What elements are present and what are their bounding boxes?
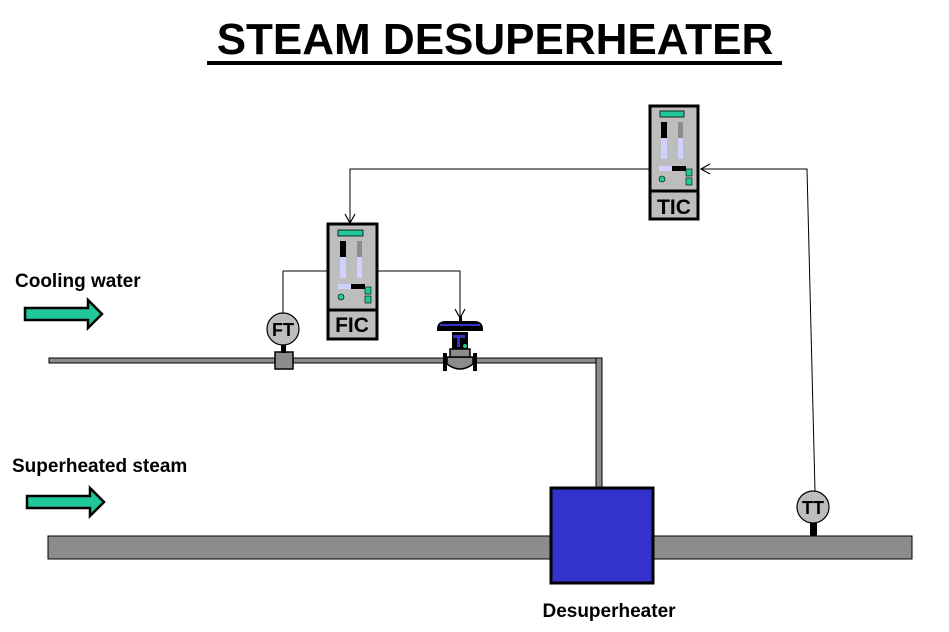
- desuperheater-label: Desuperheater: [542, 601, 676, 622]
- flow-transmitter[interactable]: FT: [266, 312, 300, 370]
- fic-tag: FIC: [335, 314, 369, 337]
- tic-controller[interactable]: TIC: [648, 104, 700, 221]
- tt-bubble: [796, 490, 830, 524]
- fic-controller[interactable]: FIC: [326, 222, 379, 341]
- superheated-steam-arrow-icon: [25, 484, 106, 520]
- flow-element: [274, 351, 294, 370]
- ft-tag: FT: [272, 320, 294, 340]
- control-valve-icon[interactable]: [437, 316, 483, 371]
- page-title: STEAM DESUPERHEATER: [217, 15, 774, 64]
- title-underline: [207, 61, 782, 65]
- cooling-water-label: Cooling water: [15, 271, 141, 292]
- tic-tag: TIC: [657, 196, 691, 219]
- fic-to-valve-signal: [377, 270, 466, 320]
- tt-tag: TT: [802, 498, 824, 518]
- ft-to-fic-signal: [282, 270, 328, 313]
- superheated-steam-label: Superheated steam: [12, 456, 187, 477]
- cooling-water-arrow-icon: [23, 296, 104, 332]
- desuperheater-vessel[interactable]: [549, 486, 655, 585]
- fic-display: [337, 229, 364, 237]
- tic-display: [659, 110, 685, 118]
- tt-to-tic-signal: [699, 163, 816, 492]
- steam-pipe: [47, 535, 913, 560]
- signal-lines: [282, 163, 816, 492]
- ft-stem: [281, 343, 286, 353]
- temperature-transmitter[interactable]: TT: [796, 490, 830, 536]
- tt-stem: [810, 522, 817, 536]
- tic-to-fic-signal: [344, 168, 649, 225]
